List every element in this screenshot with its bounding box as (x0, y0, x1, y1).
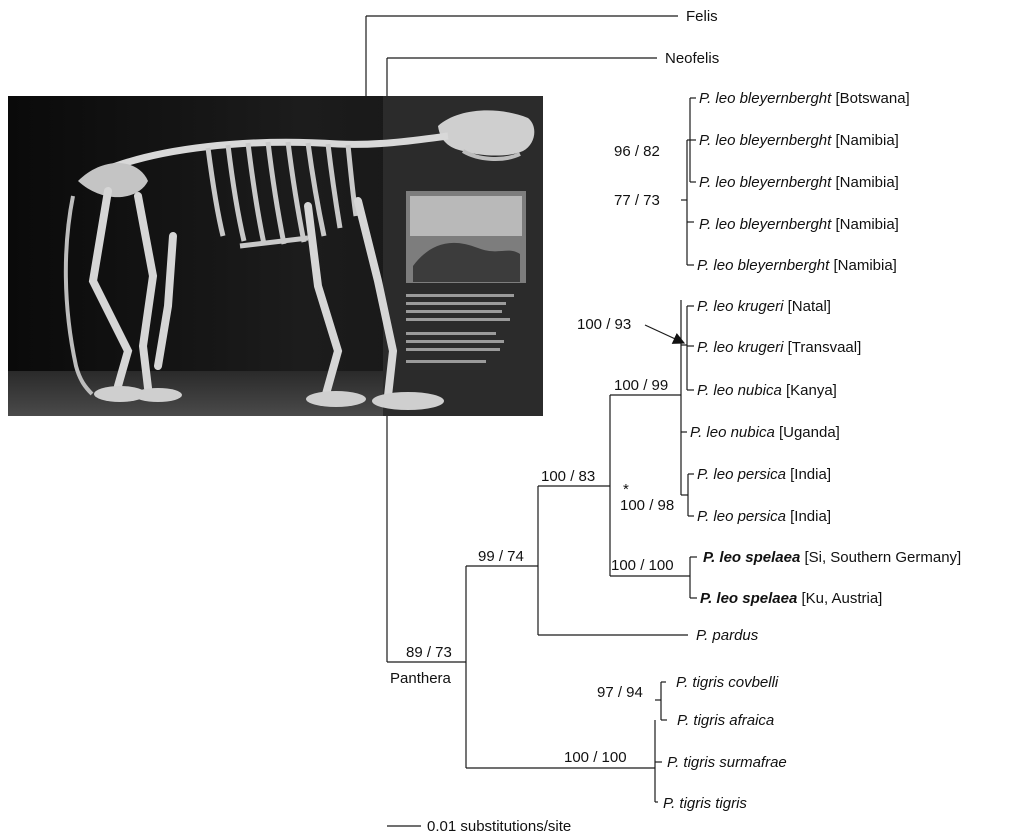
taxon-name: P. leo bleyernberght (699, 90, 832, 107)
taxon-label: P. leo nubica [Uganda] (690, 424, 840, 441)
taxon-name: P. tigris surmafrae (667, 754, 787, 771)
support-persica-star: * (623, 481, 629, 498)
taxon-locality: [Namibia] (831, 174, 899, 191)
taxon-name: P. leo krugeri (697, 298, 784, 315)
label-felis: Felis (686, 8, 718, 25)
support-persica: 100 / 98 (620, 497, 674, 514)
taxon-name: P. leo bleyernberght (699, 132, 832, 149)
taxon-locality: [Kanya] (782, 382, 837, 399)
taxon-label: P. leo krugeri [Transvaal] (697, 339, 861, 356)
taxon-locality: [Uganda] (775, 424, 840, 441)
taxon-name: P. leo spelaea (700, 590, 797, 607)
taxon-name: P. tigris tigris (663, 795, 747, 812)
support-pardus-split: 99 / 74 (478, 548, 524, 565)
taxon-name: P. leo persica (697, 466, 786, 483)
taxon-label: P. leo bleyernberght [Botswana] (699, 90, 910, 107)
support-tigris-inner: 97 / 94 (597, 684, 643, 701)
taxon-label: P. leo bleyernberght [Namibia] (699, 132, 899, 149)
support-leo: 100 / 83 (541, 468, 595, 485)
taxon-name: P. leo nubica (697, 382, 782, 399)
taxon-label: P. leo bleyernberght [Namibia] (699, 174, 899, 191)
taxon-locality: [Namibia] (829, 257, 897, 274)
support-spelaea: 100 / 100 (611, 557, 674, 574)
taxon-name: P. leo bleyernberght (699, 174, 832, 191)
support-panthera: 89 / 73 (406, 644, 452, 661)
taxon-label: P. leo persica [India] (697, 508, 831, 525)
taxon-locality: [Ku, Austria] (797, 590, 882, 607)
taxon-label: P. leo bleyernberght [Namibia] (697, 257, 897, 274)
label-neofelis: Neofelis (665, 50, 719, 67)
taxon-name: P. tigris covbelli (676, 674, 779, 691)
taxon-name: P. leo krugeri (697, 339, 784, 356)
taxon-locality: [Transvaal] (783, 339, 861, 356)
taxon-label: P. leo krugeri [Natal] (697, 298, 831, 315)
taxon-label: P. leo persica [India] (697, 466, 831, 483)
support-krugeri: 100 / 93 (577, 316, 631, 333)
taxon-label: P. pardus (696, 627, 759, 644)
taxon-label: P. leo nubica [Kanya] (697, 382, 837, 399)
taxon-label: P. tigris tigris (663, 795, 747, 812)
taxon-name: P. leo bleyernberght (699, 216, 832, 233)
cave-lion-skeleton-photo (8, 96, 543, 416)
taxon-labels: P. leo bleyernberght [Botswana]P. leo bl… (663, 90, 961, 812)
taxon-label: P. tigris afraica (677, 712, 774, 729)
support-bley-inner: 96 / 82 (614, 143, 660, 160)
label-panthera: Panthera (390, 670, 452, 687)
taxon-locality: [Si, Southern Germany] (800, 549, 961, 566)
taxon-locality: [Namibia] (831, 132, 899, 149)
taxon-label: P. tigris surmafrae (667, 754, 787, 771)
taxon-label: P. leo bleyernberght [Namibia] (699, 216, 899, 233)
taxon-label: P. tigris covbelli (676, 674, 779, 691)
taxon-name: P. leo nubica (690, 424, 775, 441)
taxon-name: P. leo bleyernberght (697, 257, 830, 274)
support-bley-outer: 77 / 73 (614, 192, 660, 209)
taxon-name: P. leo spelaea (703, 549, 800, 566)
krugeri-arrow (645, 325, 684, 343)
taxon-locality: [Botswana] (831, 90, 909, 107)
taxon-locality: [India] (786, 508, 831, 525)
taxon-name: P. tigris afraica (677, 712, 774, 729)
taxon-name: P. pardus (696, 627, 759, 644)
support-modern-leo: 100 / 99 (614, 377, 668, 394)
taxon-label: P. leo spelaea [Si, Southern Germany] (703, 549, 961, 566)
taxon-locality: [Natal] (783, 298, 831, 315)
taxon-label: P. leo spelaea [Ku, Austria] (700, 590, 882, 607)
scale-label: 0.01 substitutions/site (427, 818, 571, 835)
taxon-locality: [India] (786, 466, 831, 483)
support-tigris: 100 / 100 (564, 749, 627, 766)
taxon-locality: [Namibia] (831, 216, 899, 233)
taxon-name: P. leo persica (697, 508, 786, 525)
